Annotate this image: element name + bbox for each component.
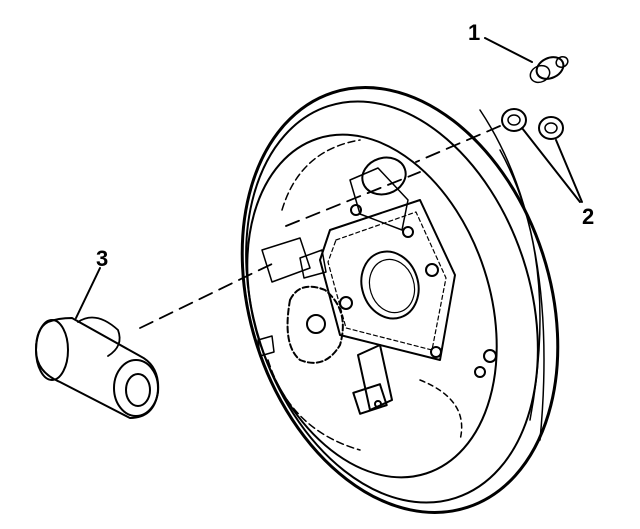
axle-hole — [360, 250, 420, 320]
upper-bracket-hole — [350, 204, 362, 216]
bolt-head — [501, 108, 527, 132]
callout-2: 2 — [582, 204, 595, 229]
plate-bolt-hole — [339, 296, 353, 310]
plate-bolt-hole — [430, 346, 442, 358]
bolt-head-inner — [507, 114, 521, 126]
parking-brake-strut — [357, 344, 393, 411]
cable-retainer-hole — [374, 400, 382, 408]
backing-plate-rim-lip — [245, 100, 539, 504]
wheel-cylinder-end-left — [35, 319, 69, 381]
wheel-cylinder-end-right — [113, 359, 159, 417]
part-2-bolts — [501, 108, 564, 140]
adjuster-lever-outline — [286, 285, 344, 364]
axle-hole-inner — [368, 258, 416, 314]
bolt-alignment-line — [415, 125, 501, 163]
wheel-cylinder-bore — [125, 373, 151, 407]
backing-plate-face — [246, 133, 498, 479]
plate-bolt-hole — [425, 263, 439, 277]
cable-retainer — [352, 383, 388, 415]
callout-1: 1 — [468, 20, 481, 45]
bleeder-valve-thread — [529, 64, 551, 84]
left-clip — [299, 249, 327, 279]
upper-alignment-line — [285, 171, 421, 227]
center-mounting-plate — [319, 199, 456, 361]
part-3-wheel-cylinder — [35, 316, 160, 419]
adjuster-pivot — [306, 314, 326, 334]
lower-right-stud — [474, 366, 486, 378]
leader-lines — [75, 37, 583, 319]
plate-bolt-hole — [402, 226, 414, 238]
lower-right-stud — [483, 349, 497, 363]
bolt-head-inner — [544, 122, 558, 134]
leader-line-2b — [555, 139, 583, 203]
bleeder-valve-tip — [555, 56, 569, 68]
backing-plate — [240, 86, 560, 514]
leader-line-1 — [484, 37, 533, 63]
bolt-head — [538, 116, 564, 140]
rim-edge-shading — [479, 109, 545, 441]
left-tab — [257, 335, 275, 357]
part-1-bleeder-valve — [529, 56, 569, 84]
leader-line-3 — [75, 267, 101, 319]
callout-3: 3 — [96, 246, 109, 271]
bleeder-valve-body — [535, 56, 565, 80]
wheel-cylinder-inlet-boss — [77, 316, 121, 357]
wheel-cylinder-body — [35, 317, 160, 419]
wheel-cylinder-mount-pad — [261, 237, 311, 283]
lower-arc-detail — [419, 379, 463, 441]
brake-shoe-hidden-outline — [267, 139, 361, 451]
alignment-lines — [139, 125, 501, 329]
center-plate-inner-edge — [327, 211, 447, 351]
upper-access-hole — [361, 156, 407, 196]
backing-plate-outer-rim — [240, 86, 560, 514]
leader-line-2a — [521, 127, 581, 203]
cylinder-alignment-line — [139, 261, 277, 329]
upper-bracket — [349, 167, 409, 231]
